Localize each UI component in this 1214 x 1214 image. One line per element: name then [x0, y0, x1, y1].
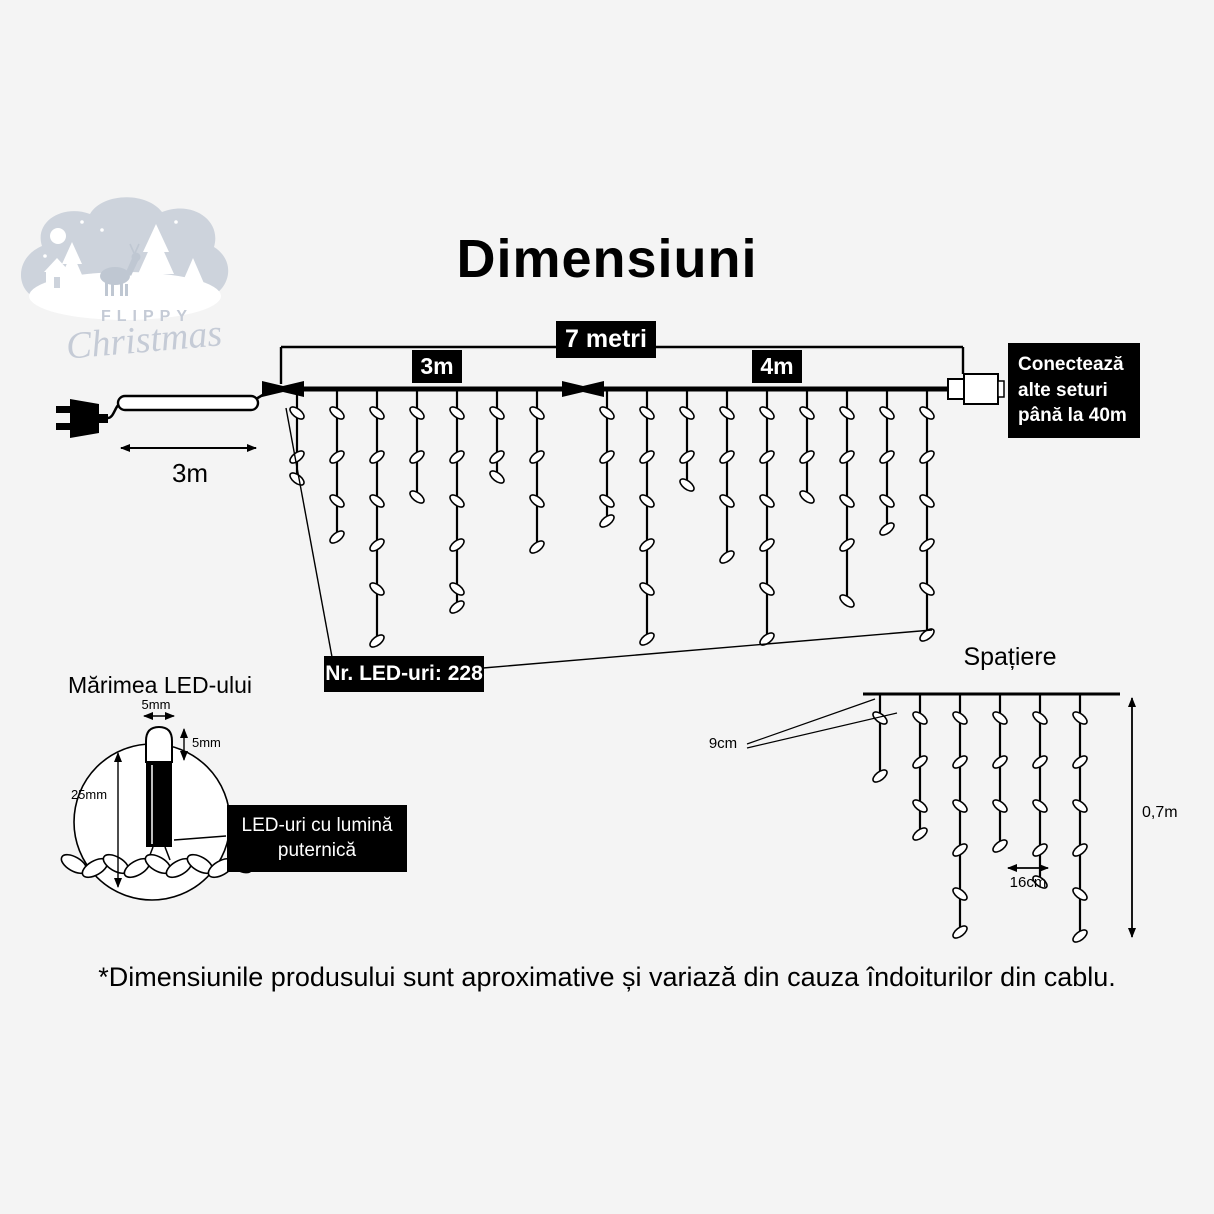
- led-body: [146, 762, 172, 847]
- spacing-drops: [872, 694, 1088, 943]
- drop-gap-label: 9cm: [708, 735, 738, 752]
- bulb-width-label: 5mm: [141, 697, 171, 712]
- connect-note-box: Conectează alte seturi până la 40m: [1008, 343, 1140, 438]
- house-icon: [44, 258, 70, 288]
- bulb-height-label: 5mm: [192, 735, 221, 750]
- wire-connector-middle: [562, 381, 604, 397]
- lead-length-label: 3m: [171, 458, 209, 488]
- curtain-drops: [289, 389, 935, 648]
- wire-connector-left: [262, 381, 304, 397]
- brand-name: FLIPPY: [100, 308, 193, 325]
- drop-length-label: 0,7m: [1142, 804, 1178, 821]
- spacing-annotations: [746, 697, 1136, 938]
- footer-note: *Dimensiunile produsului sunt aproximati…: [98, 962, 1116, 992]
- led-note-box: LED-uri cu lumină puternică: [227, 805, 407, 873]
- spacing-heading: Spațiere: [963, 643, 1057, 671]
- led-count-box: Nr. LED-uri: 228: [324, 656, 484, 692]
- brand-logo-art: [20, 197, 229, 320]
- page-title: Dimensiuni: [456, 229, 758, 289]
- body-length-label: 25mm: [70, 787, 108, 802]
- led-size-arrows: [114, 712, 227, 888]
- led-size-heading: Mărimea LED-ului: [67, 672, 253, 698]
- led-count-leader-lines: [285, 407, 933, 669]
- total-length-label: 7 metri: [556, 321, 656, 358]
- section-left-label: 3m: [412, 350, 462, 383]
- moon-icon: [50, 228, 66, 244]
- end-coupler: [947, 373, 1005, 405]
- led-bulb: [145, 725, 173, 763]
- led-gap-label: 16cm: [1009, 874, 1047, 891]
- lead-wire-loop: [116, 388, 272, 412]
- power-plug: [56, 399, 122, 438]
- led-size-diagram: [60, 712, 253, 901]
- deer-icon: [100, 243, 141, 296]
- section-right-label: 4m: [752, 350, 802, 383]
